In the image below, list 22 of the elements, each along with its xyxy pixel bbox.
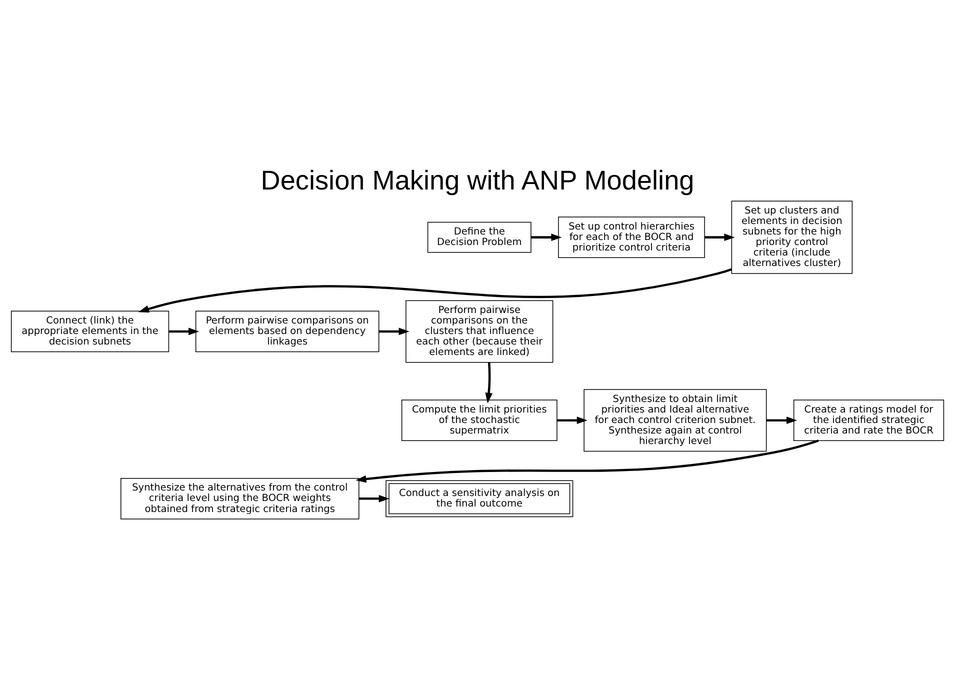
- arrow: [557, 416, 588, 424]
- arrow: [531, 233, 562, 241]
- arrow: [358, 494, 390, 502]
- node-box: Set up control hierarchies for each of the BOCR and prioritize control criteria: [558, 216, 705, 258]
- arrow: [138, 268, 732, 312]
- arrow: [378, 327, 410, 335]
- arrow: [485, 362, 493, 403]
- arrow: [766, 416, 798, 424]
- arrow: [168, 327, 200, 335]
- node-box: Create a ratings model for the identified strategic criteria and rate the BOCR: [793, 399, 944, 441]
- node-box: Perform pairwise comparisons on the clusters that influence each other (because their elements are linked): [406, 300, 554, 362]
- arrow: [704, 233, 735, 241]
- diagram-title: Decision Making with ANP Modeling: [260, 164, 694, 196]
- node-box: Compute the limit priorities of the stochastic supermatrix: [401, 399, 558, 441]
- node-box: Define the Decision Problem: [427, 221, 532, 252]
- node-box: Synthesize to obtain limit priorities and Ideal alternative for each control criterion subnet. Synthesize again at control hierarchy level: [584, 388, 767, 452]
- node-box: Perform pairwise comparisons on elements based on dependency linkages: [195, 310, 380, 352]
- node-box: Conduct a sensitivity analysis on the final outcome: [386, 480, 574, 517]
- node-box: Connect (link) the appropriate elements in the decision subnets: [10, 310, 170, 352]
- arrow: [356, 439, 819, 482]
- node-box: Set up clusters and elements in decision subnets for the high priority control criteria (include alternatives cluster): [731, 200, 853, 274]
- node-box: Synthesize the alternatives from the control criteria level using the BOCR weights obtained from strategic criteria ratings: [120, 477, 360, 519]
